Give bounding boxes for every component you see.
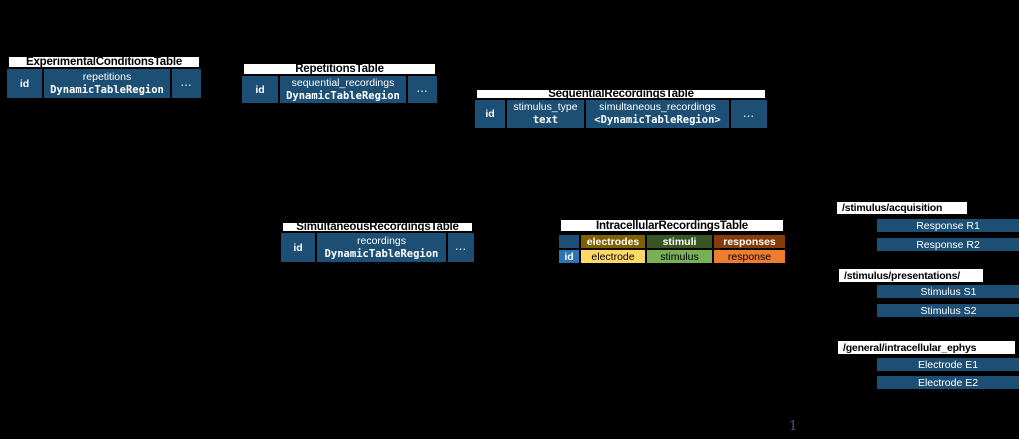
cell-stimulus-type: stimulus_type text xyxy=(507,100,584,128)
cell-category-electrodes: electrodes xyxy=(581,235,645,248)
cell-response: response xyxy=(714,250,785,263)
column-row: id electrode stimulus response xyxy=(559,250,785,263)
cell-corner xyxy=(559,235,579,248)
table-experimental-conditions: ExperimentalConditionsTable id repetitio… xyxy=(7,55,201,98)
field-type: DynamicTableRegion xyxy=(324,247,439,260)
box-response-r1: Response R1 xyxy=(877,219,1019,232)
field-type: text xyxy=(532,114,559,126)
table-title: IntracellularRecordingsTable xyxy=(559,218,785,233)
cell-id: id xyxy=(559,250,579,263)
box-electrode-e2: Electrode E2 xyxy=(877,376,1019,389)
box-stimulus-s1: Stimulus S1 xyxy=(877,285,1019,298)
cell-electrode: electrode xyxy=(581,250,645,263)
field-name: simultaneous_recordings xyxy=(599,101,716,113)
table-row: id repetitions DynamicTableRegion ... xyxy=(7,69,201,98)
table-title: SimultaneousRecordingsTable xyxy=(281,221,474,233)
cell-sequential-recordings: sequential_recordings DynamicTableRegion xyxy=(280,76,406,103)
group-path-stimulus-acquisition: /stimulus/acquisition xyxy=(837,202,967,214)
box-electrode-e1: Electrode E1 xyxy=(877,358,1019,371)
cell-id: id xyxy=(281,233,315,262)
table-sequential-recordings: SequentialRecordingsTable id stimulus_ty… xyxy=(475,88,767,128)
cell-repetitions: repetitions DynamicTableRegion xyxy=(44,69,170,98)
category-row: electrodes stimuli responses xyxy=(559,235,785,248)
field-type: DynamicTableRegion xyxy=(50,83,164,96)
cell-recordings: recordings DynamicTableRegion xyxy=(317,233,446,262)
cell-stimulus: stimulus xyxy=(647,250,712,263)
table-title: SequentialRecordingsTable xyxy=(475,88,767,100)
box-stimulus-s2: Stimulus S2 xyxy=(877,304,1019,317)
cell-ellipsis: ... xyxy=(172,69,201,98)
table-title: RepetitionsTable xyxy=(242,62,437,76)
field-type: <DynamicTableRegion> xyxy=(594,114,721,126)
cell-simultaneous-recordings: simultaneous_recordings <DynamicTableReg… xyxy=(586,100,729,128)
field-name: repetitions xyxy=(82,70,132,83)
cell-ellipsis: ... xyxy=(448,233,474,262)
table-title: ExperimentalConditionsTable xyxy=(7,55,201,69)
table-simultaneous-recordings: SimultaneousRecordingsTable id recording… xyxy=(281,221,474,262)
table-repetitions: RepetitionsTable id sequential_recording… xyxy=(242,62,437,103)
cell-id: id xyxy=(7,69,42,98)
group-path-general-intracellular-ephys: /general/intracellular_ephys xyxy=(838,341,1015,354)
group-path-stimulus-presentations: /stimulus/presentations/ xyxy=(839,269,983,282)
table-row: id stimulus_type text simultaneous_recor… xyxy=(475,100,767,128)
field-name: sequential_recordings xyxy=(291,76,395,89)
table-row: id recordings DynamicTableRegion ... xyxy=(281,233,474,262)
field-type: DynamicTableRegion xyxy=(286,89,400,102)
field-name: recordings xyxy=(356,234,407,247)
cell-category-responses: responses xyxy=(714,235,785,248)
field-name: stimulus_type xyxy=(513,101,578,113)
box-response-r2: Response R2 xyxy=(877,238,1019,251)
cell-id: id xyxy=(475,100,505,128)
artifact-mark: 1 xyxy=(789,419,798,434)
table-row: id sequential_recordings DynamicTableReg… xyxy=(242,76,437,103)
cell-category-stimuli: stimuli xyxy=(647,235,712,248)
cell-id: id xyxy=(242,76,278,103)
table-intracellular-recordings: IntracellularRecordingsTable electrodes … xyxy=(559,218,785,263)
cell-ellipsis: ... xyxy=(408,76,437,103)
cell-ellipsis: ... xyxy=(731,100,767,128)
